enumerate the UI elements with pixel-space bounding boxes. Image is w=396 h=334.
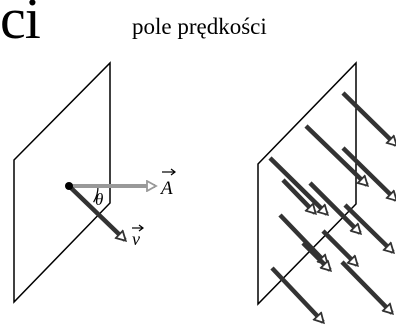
velocity-label: v [132, 229, 140, 249]
field-arrow [268, 156, 327, 214]
surface-plane-right [257, 61, 357, 306]
velocity-vector-arrow [67, 184, 125, 240]
right-diagram [257, 61, 396, 322]
subtitle: pole prędkości [132, 14, 267, 39]
field-arrow [321, 229, 357, 265]
field-arrow [308, 181, 360, 233]
vector-arrow-accent-v [132, 224, 144, 232]
field-arrow [301, 241, 330, 270]
field-arrow [278, 213, 327, 264]
field-arrow [341, 146, 396, 200]
vector-arrow-accent-A [162, 168, 176, 176]
field-arrow [340, 260, 392, 313]
area-vector-label: A [159, 178, 173, 199]
field-arrow [341, 91, 396, 145]
field-arrow [270, 266, 323, 322]
heading-fragment: ci [0, 0, 41, 51]
field-arrow [281, 178, 315, 213]
origin-point [65, 182, 73, 190]
left-diagram: θ A v [13, 61, 176, 304]
velocity-field-arrows [268, 91, 396, 322]
angle-label: θ [95, 190, 103, 209]
velocity-label-group: v [132, 224, 144, 249]
field-arrow [304, 124, 367, 185]
field-arrow [343, 203, 393, 252]
surface-plane-left [13, 61, 111, 304]
area-vector-label-group: A [159, 168, 176, 199]
